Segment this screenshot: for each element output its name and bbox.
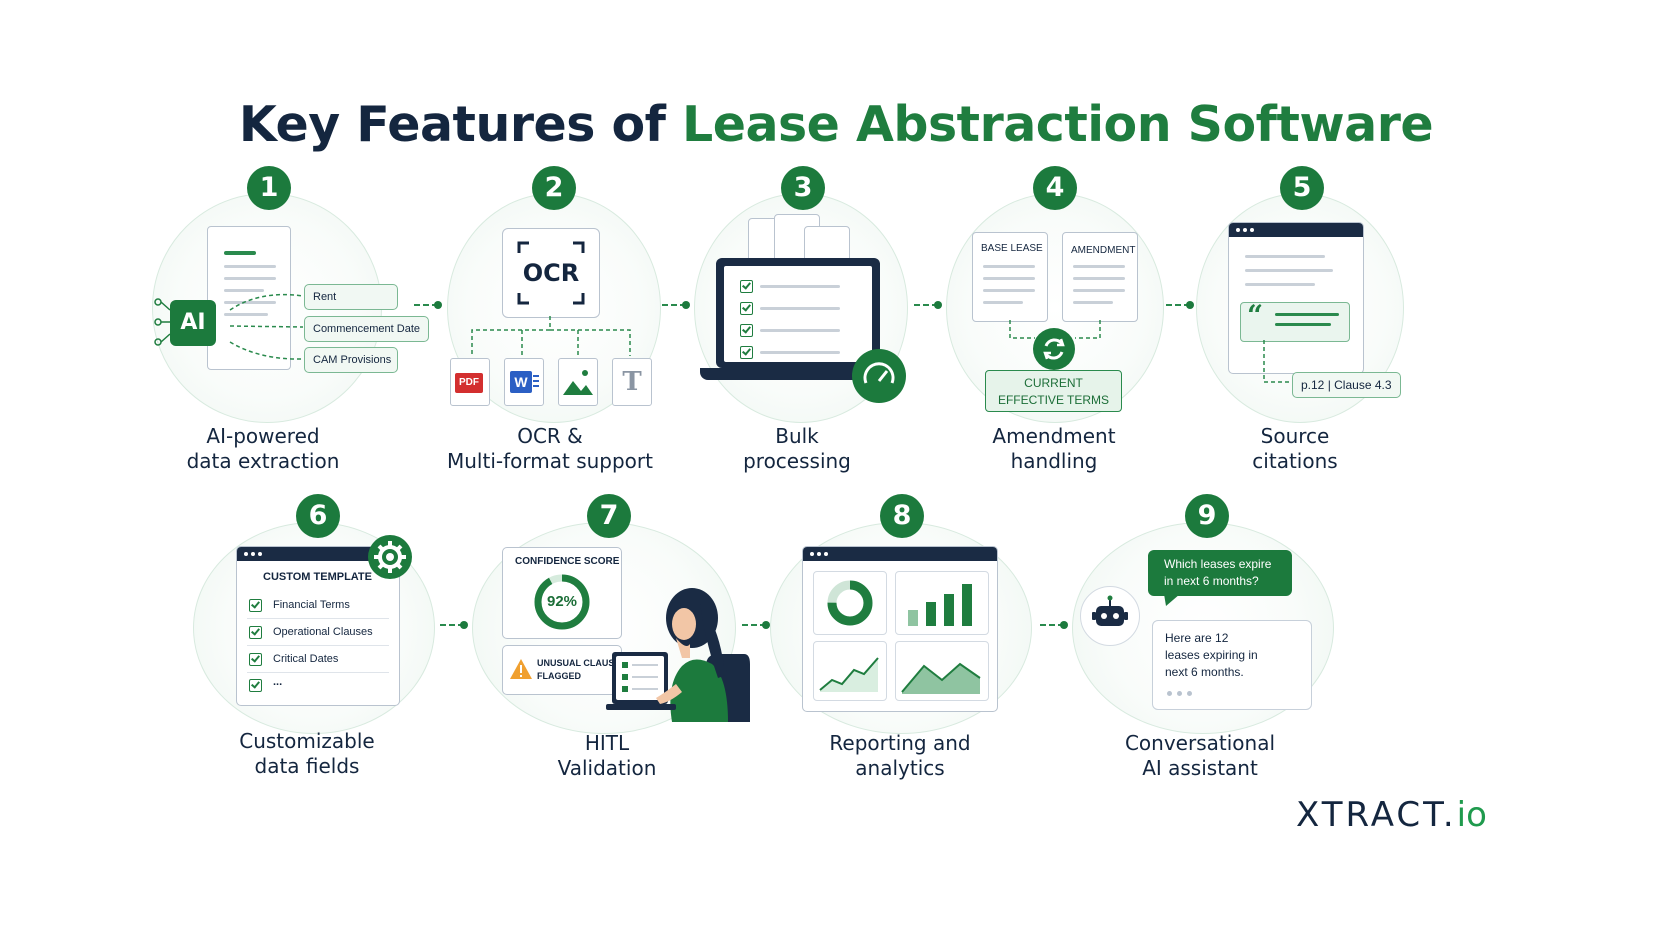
field-tag-cam: CAM Provisions xyxy=(304,347,398,373)
reviewer-person-illustration xyxy=(606,588,750,722)
citation-window xyxy=(1228,222,1364,374)
document-icon xyxy=(207,226,291,370)
typing-dots xyxy=(1167,691,1172,696)
merge-lines xyxy=(1009,320,1101,339)
quote-highlight-box: “ xyxy=(1240,299,1350,342)
feature-1-badge: 1 xyxy=(247,166,291,210)
area-chart-icon xyxy=(895,641,989,701)
ocr-scan-icon: OCR xyxy=(502,228,600,318)
feature-2-badge: 2 xyxy=(532,166,576,210)
text-file-icon: T xyxy=(612,358,652,406)
feature-6-badge: 6 xyxy=(296,494,340,538)
connector-8-9 xyxy=(1040,621,1068,629)
warning-icon xyxy=(510,659,532,679)
ai-chip-icon: AI xyxy=(170,300,216,346)
circuit-lines xyxy=(154,293,304,360)
analytics-dashboard-window xyxy=(802,546,998,712)
connector-7-8 xyxy=(742,621,770,629)
pdf-file-icon: PDF xyxy=(450,358,490,406)
citation-line xyxy=(1263,340,1296,383)
bubble-tail xyxy=(1164,594,1180,606)
feature-8-badge: 8 xyxy=(880,494,924,538)
feature-5-badge: 5 xyxy=(1280,166,1324,210)
image-file-icon xyxy=(558,358,598,406)
feature-7-badge: 7 xyxy=(587,494,631,538)
connector-2-3 xyxy=(662,301,690,309)
word-file-icon: W xyxy=(504,358,544,406)
gear-icon xyxy=(368,535,412,579)
title-part1: Key Features of xyxy=(238,96,682,153)
answer-bubble: Here are 12 leases expiring in next 6 mo… xyxy=(1152,620,1312,710)
field-tag-rent: Rent xyxy=(304,284,398,310)
base-lease-doc: BASE LEASE xyxy=(972,232,1048,322)
connector-6-7 xyxy=(440,621,468,629)
feature-4-badge: 4 xyxy=(1033,166,1077,210)
confidence-value: 92% xyxy=(546,593,578,610)
feature-3-badge: 3 xyxy=(781,166,825,210)
robot-icon xyxy=(1092,595,1128,626)
ocr-branch-lines xyxy=(471,316,631,356)
feature-2-label: OCR &Multi-format support xyxy=(447,424,653,473)
citation-tag: p.12 | Clause 4.3 xyxy=(1292,372,1401,398)
robot-avatar xyxy=(1080,586,1140,646)
xtract-logo: XTRACT.io xyxy=(1296,795,1487,835)
bar-chart-icon xyxy=(895,571,989,635)
field-tag-commencement: Commencement Date xyxy=(304,316,429,342)
donut-chart-icon xyxy=(813,571,887,635)
confidence-score-card: CONFIDENCE SCORE 92% xyxy=(502,547,622,639)
question-bubble: Which leases expire in next 6 months? xyxy=(1148,550,1292,596)
laptop-base xyxy=(700,368,896,380)
connector-1-2 xyxy=(414,301,442,309)
speedometer-icon xyxy=(852,349,906,403)
laptop-icon xyxy=(716,258,880,368)
connector-4-5 xyxy=(1166,301,1194,309)
amendment-doc: AMENDMENT xyxy=(1062,232,1138,322)
feature-9-badge: 9 xyxy=(1185,494,1229,538)
page-title: Key Features of Lease Abstraction Softwa… xyxy=(0,96,1672,153)
line-chart-icon xyxy=(813,641,887,701)
refresh-icon xyxy=(1033,328,1075,370)
custom-template-window: CUSTOM TEMPLATE Financial Terms Operatio… xyxy=(236,546,400,706)
connector-3-4 xyxy=(914,301,942,309)
quote-icon: “ xyxy=(1247,299,1264,332)
confidence-ring xyxy=(534,574,590,630)
title-highlight: Lease Abstraction Software xyxy=(682,96,1434,153)
